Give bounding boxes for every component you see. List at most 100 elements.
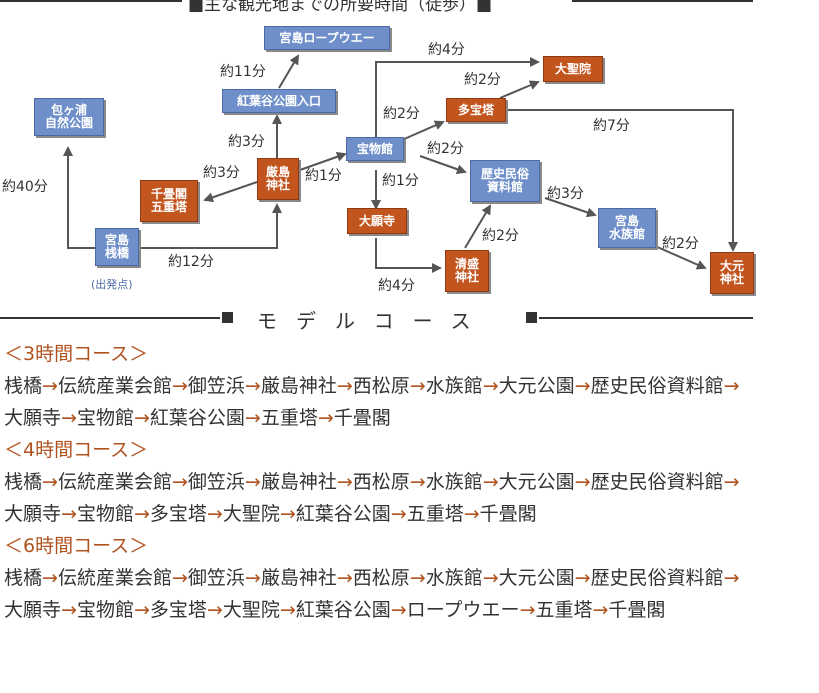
edge-rekishi-aquarium (544, 197, 597, 218)
edge-itsukushima-homotsukan (299, 151, 347, 171)
label-time: 約3分 (203, 165, 240, 181)
divider-square-left (222, 312, 233, 323)
route-stop: 歴史民俗資料館 (590, 471, 724, 493)
connector-lines (63, 54, 738, 273)
route-arrow: → (390, 503, 407, 525)
node-senjokaku: 千畳閣 五重塔 (140, 180, 198, 222)
route-stop: 紅葉谷公園 (149, 407, 245, 429)
label-time: 約1分 (382, 173, 419, 189)
route-arrow: → (336, 375, 353, 397)
node-aquarium: 宮島 水族館 (598, 208, 656, 248)
edge-homotsukan-rekishi (419, 155, 467, 175)
route-stop: 大聖院 (222, 599, 280, 621)
model-course-divider: モデルコース (0, 307, 753, 333)
node-daishoin: 大聖院 (543, 56, 603, 82)
route-arrow: → (409, 567, 426, 589)
route-stop: 桟橋 (4, 375, 43, 397)
route-arrow: → (244, 567, 261, 589)
course-3h: ＜3時間コース＞ 桟橋→伝統産業会館→御笠浜→厳島神社→西松原→水族館→大元公園… (4, 338, 764, 434)
route-stop: 千畳閣 (479, 503, 537, 525)
route-stop: 大願寺 (4, 407, 62, 429)
heading-line-right (572, 0, 753, 2)
node-rekishi: 歴史民俗 資料館 (470, 160, 540, 202)
label-time: 約11分 (220, 64, 266, 80)
label-time: 約12分 (168, 254, 214, 270)
route-stop: 伝統産業会館 (57, 567, 172, 589)
edge-homotsukan-taganto (401, 120, 445, 141)
route-stop: 西松原 (352, 567, 410, 589)
node-omoto: 大元 神社 (710, 252, 754, 294)
edge-momijidani-ropeway (278, 54, 300, 89)
route-stop: 千畳閣 (333, 407, 391, 429)
label-time: 約40分 (2, 179, 48, 195)
course-route: 桟橋→伝統産業会館→御笠浜→厳島神社→西松原→水族館→大元公園→歴史民俗資料館→… (4, 466, 764, 530)
route-stop: 西松原 (352, 471, 410, 493)
course-4h: ＜4時間コース＞ 桟橋→伝統産業会館→御笠浜→厳島神社→西松原→水族館→大元公園… (4, 434, 764, 530)
course-title: ＜3時間コース＞ (4, 343, 149, 365)
edge-homotsukan-daishoin (375, 57, 540, 138)
course-6h: ＜6時間コース＞ 桟橋→伝統産業会館→御笠浜→厳島神社→西松原→水族館→大元公園… (4, 530, 764, 626)
route-arrow: → (592, 599, 609, 621)
node-homotsukan: 宝物館 (346, 137, 404, 161)
route-stop: 水族館 (425, 471, 483, 493)
edge-daiganji-kiyomori (375, 238, 442, 273)
route-arrow: → (463, 503, 480, 525)
route-arrow: → (206, 599, 223, 621)
route-stop: 五重塔 (535, 599, 593, 621)
node-taganto: 多宝塔 (446, 98, 506, 122)
route-stop: 紅葉谷公園 (295, 503, 391, 525)
route-stop: 宝物館 (76, 503, 134, 525)
edge-itsukushima-senjokaku (203, 181, 258, 203)
node-pier: 宮島 桟橋 (95, 228, 139, 266)
route-arrow: → (171, 375, 188, 397)
course-title: ＜4時間コース＞ (4, 439, 149, 461)
course-route: 桟橋→伝統産業会館→御笠浜→厳島神社→西松原→水族館→大元公園→歴史民俗資料館→… (4, 562, 764, 626)
route-stop: 千畳閣 (608, 599, 666, 621)
label-time: 約2分 (383, 106, 420, 122)
route-arrow: → (723, 375, 740, 397)
route-arrow: → (42, 375, 58, 397)
edge-pier-itsukushima (138, 203, 282, 249)
route-arrow: → (244, 471, 261, 493)
top-heading-text: ■主な観光地までの所要時間（徒歩）■ (188, 0, 493, 15)
route-arrow: → (133, 503, 150, 525)
top-heading: ■主な観光地までの所要時間（徒歩）■ (0, 0, 753, 15)
route-arrow: → (482, 375, 499, 397)
route-arrow: → (723, 471, 740, 493)
route-arrow: → (279, 503, 296, 525)
route-stop: 御笠浜 (187, 567, 245, 589)
route-stop: 水族館 (425, 375, 483, 397)
route-stop: 伝統産業会館 (57, 471, 172, 493)
route-arrow: → (171, 567, 188, 589)
route-stop: 歴史民俗資料館 (590, 567, 724, 589)
label-time: 約3分 (228, 134, 265, 150)
node-momijidani: 紅葉谷公園入口 (222, 89, 336, 113)
route-stop: 桟橋 (4, 471, 43, 493)
route-arrow: → (317, 407, 334, 429)
route-stop: 紅葉谷公園 (295, 599, 391, 621)
route-stop: 西松原 (352, 375, 410, 397)
route-arrow: → (336, 471, 353, 493)
route-arrow: → (206, 503, 223, 525)
label-time: 約3分 (547, 186, 584, 202)
model-courses: ＜3時間コース＞ 桟橋→伝統産業会館→御笠浜→厳島神社→西松原→水族館→大元公園… (4, 338, 764, 626)
route-arrow: → (574, 375, 591, 397)
route-arrow: → (171, 471, 188, 493)
route-stop: 厳島神社 (260, 567, 337, 589)
label-time: 約4分 (378, 278, 415, 294)
route-stop: 桟橋 (4, 567, 43, 589)
route-arrow: → (390, 599, 407, 621)
route-stop: 五重塔 (260, 407, 318, 429)
node-kiyomori: 清盛 神社 (445, 250, 489, 292)
label-time: 約2分 (427, 141, 464, 157)
route-arrow: → (42, 471, 58, 493)
route-arrow: → (244, 375, 261, 397)
edge-aquarium-omoto (654, 245, 707, 270)
route-stop: 歴史民俗資料館 (590, 375, 724, 397)
route-stop: 厳島神社 (260, 471, 337, 493)
label-time: 約1分 (305, 168, 342, 184)
route-arrow: → (133, 407, 150, 429)
route-stop: 大聖院 (222, 503, 280, 525)
route-stop: 宝物館 (76, 407, 134, 429)
course-route: 桟橋→伝統産業会館→御笠浜→厳島神社→西松原→水族館→大元公園→歴史民俗資料館→… (4, 370, 764, 434)
